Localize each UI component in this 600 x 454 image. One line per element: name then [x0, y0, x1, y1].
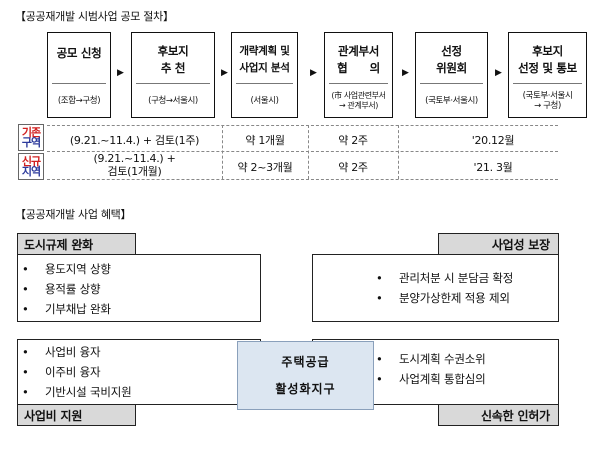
- center-title-line1: 주택공급: [281, 354, 330, 369]
- list-item: 사업계획 통합심의: [372, 369, 486, 389]
- benefit-header-regulation: 도시규제 완화: [17, 233, 136, 255]
- list-item: 기반시설 국비지원: [18, 382, 132, 402]
- center-zone-box: 주택공급 활성화지구: [237, 341, 374, 410]
- step-title: 공모 신청: [56, 46, 102, 60]
- step-subtitle: (국토부·서울시): [425, 96, 478, 106]
- step-title: 후보지 추 천: [157, 44, 189, 75]
- list-item: 기부채납 완화: [18, 299, 111, 319]
- row-label-top: 신규: [21, 155, 41, 168]
- step-selection-notice: 후보지 선정 및 통보 (국토부·서울시 → 구청): [508, 32, 587, 118]
- step-arrow-icon: ▶: [117, 68, 124, 78]
- step-department-consultation: 관계부서 협 의 (市 사업관련부서 → 관계부서): [324, 32, 393, 118]
- row-label-existing: 기존 구역: [18, 124, 44, 151]
- step-plan-analysis: 개략계획 및 사업지 분석 (서울시): [231, 32, 298, 118]
- new-period: (9.21.~11.4.) + 검토(1개월): [93, 152, 176, 178]
- row-label-bottom: 구역: [21, 136, 41, 149]
- row-label-bottom: 지역: [21, 165, 41, 178]
- step-application: 공모 신청 (조합→구청): [47, 32, 111, 118]
- new-analysis: 약 2~3개월: [237, 161, 293, 174]
- step-subtitle: (市 사업관련부서 → 관계부서): [331, 91, 386, 110]
- process-section-title: 【공공재개발 시범사업 공모 절차】: [15, 10, 174, 23]
- step-subtitle: (구청→서울시): [148, 96, 198, 106]
- new-result: '21. 3월: [473, 161, 513, 174]
- step-subtitle: (조합→구청): [57, 96, 101, 106]
- list-item: 이주비 융자: [18, 362, 132, 382]
- existing-result: '20.12월: [471, 134, 515, 147]
- benefit-list-funding: 사업비 융자 이주비 융자 기반시설 국비지원: [18, 342, 132, 402]
- step-subtitle: (서울시): [250, 96, 279, 106]
- list-item: 도시계획 수권소위: [372, 349, 486, 369]
- step-selection-committee: 선정 위원회 (국토부·서울시): [415, 32, 488, 118]
- benefit-box-profitability: [312, 254, 559, 322]
- step-subtitle: (국토부·서울시 → 구청): [522, 91, 573, 111]
- benefit-header-funding: 사업비 지원: [17, 404, 136, 426]
- existing-consult: 약 2주: [338, 134, 368, 147]
- step-title: 관계부서 협 의: [337, 44, 380, 75]
- step-arrow-icon: ▶: [221, 68, 228, 78]
- benefit-header-fast-permit: 신속한 인허가: [438, 404, 559, 426]
- step-arrow-icon: ▶: [495, 68, 502, 78]
- list-item: 분양가상한제 적용 제외: [372, 288, 513, 308]
- list-item: 용도지역 상향: [18, 259, 111, 279]
- row-label-new: 신규 지역: [18, 153, 44, 180]
- benefit-list-profitability: 관리처분 시 분담금 확정 분양가상한제 적용 제외: [372, 268, 513, 308]
- step-title: 선정 위원회: [436, 44, 467, 75]
- step-title: 개략계획 및 사업지 분석: [239, 45, 290, 74]
- benefit-list-regulation: 용도지역 상향 용적률 상향 기부채납 완화: [18, 259, 111, 319]
- step-title: 후보지 선정 및 통보: [518, 44, 577, 75]
- step-candidate-recommend: 후보지 추 천 (구청→서울시): [131, 32, 215, 118]
- benefit-list-fast-permit: 도시계획 수권소위 사업계획 통합심의: [372, 349, 486, 389]
- row-label-top: 기존: [21, 126, 41, 139]
- existing-period: (9.21.~11.4.) + 검토(1주): [69, 134, 200, 147]
- list-item: 용적률 상향: [18, 279, 111, 299]
- benefits-section-title: 【공공재개발 사업 혜택】: [15, 208, 132, 221]
- existing-analysis: 약 1개월: [245, 134, 285, 147]
- list-item: 사업비 융자: [18, 342, 132, 362]
- benefit-header-profitability: 사업성 보장: [438, 233, 559, 255]
- new-consult: 약 2주: [338, 161, 368, 174]
- step-arrow-icon: ▶: [402, 68, 409, 78]
- step-arrow-icon: ▶: [310, 68, 317, 78]
- list-item: 관리처분 시 분담금 확정: [372, 268, 513, 288]
- center-title-line2: 활성화지구: [275, 381, 336, 396]
